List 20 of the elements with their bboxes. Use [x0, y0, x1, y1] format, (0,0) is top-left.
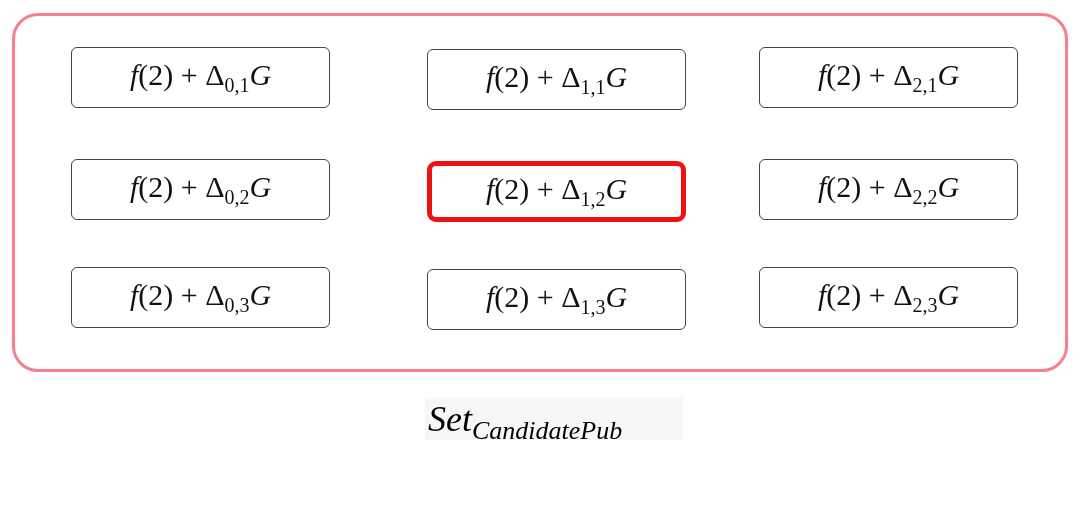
formula-box — [71, 267, 330, 328]
formula-box — [427, 269, 686, 330]
group-box — [12, 13, 1068, 372]
formula-box — [71, 47, 330, 108]
formula-text: f(2) + Δ$_{2,3}$G — [817, 278, 960, 317]
formula-text: f(2) + Δ$_{1,2}$G — [485, 172, 628, 211]
formula-text: f(2) + Δ$_{2,1}$G — [817, 58, 960, 97]
formula-text: f(2) + Δ$_{0,3}$G — [129, 278, 272, 317]
formula-box — [71, 159, 330, 220]
formula-text: f(2) + Δ$_{1,3}$G — [485, 280, 628, 319]
formula-box — [759, 47, 1018, 108]
formula-text: f(2) + Δ$_{1,1}$G — [485, 60, 628, 99]
set-caption: Set$_{CandidatePub}$ — [425, 398, 683, 440]
formula-text: f(2) + Δ$_{2,2}$G — [817, 170, 960, 209]
formula-text: f(2) + Δ$_{0,2}$G — [129, 170, 272, 209]
formula-box — [427, 49, 686, 110]
formula-text: f(2) + Δ$_{0,1}$G — [129, 58, 272, 97]
highlighted-formula-box — [427, 161, 686, 222]
formula-box — [759, 267, 1018, 328]
formula-box — [759, 159, 1018, 220]
